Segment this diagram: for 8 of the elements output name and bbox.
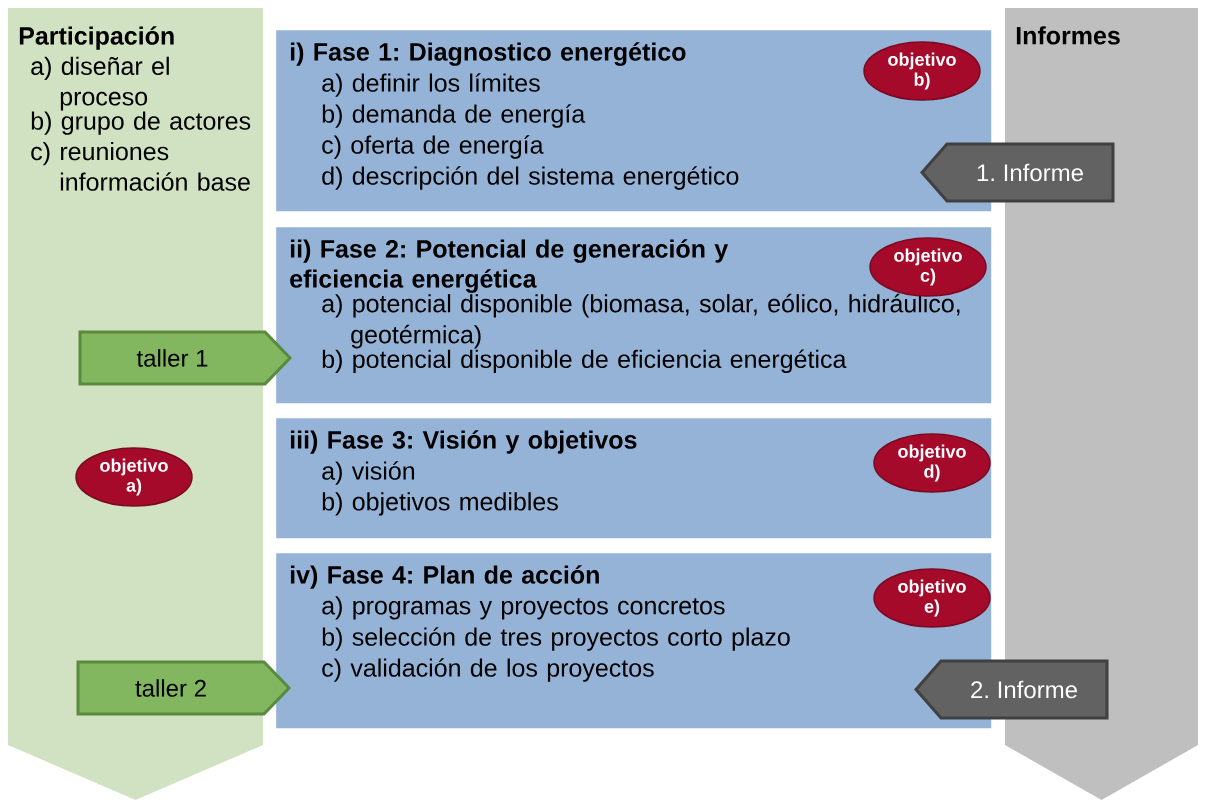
objective-oval: objetivo a) xyxy=(75,447,193,507)
objective-oval: objetivo d) xyxy=(873,433,991,493)
pentagon-tag: 1. Informe xyxy=(920,142,1115,203)
objective-oval: objetivo e) xyxy=(873,568,991,628)
pentagon-tag: taller 2 xyxy=(76,660,292,716)
objective-oval: objetivo b) xyxy=(863,41,981,101)
pentagon-tag: taller 1 xyxy=(78,330,293,386)
pentagon-tag: 2. Informe xyxy=(914,659,1109,720)
